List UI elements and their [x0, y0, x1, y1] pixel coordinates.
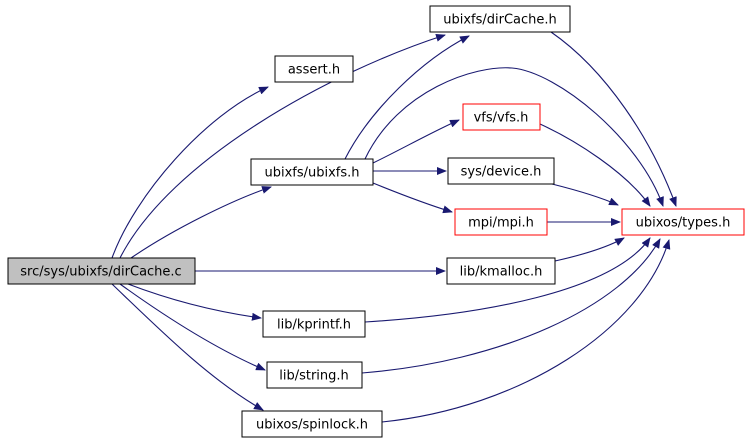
node-label: sys/device.h	[461, 165, 542, 180]
edge-dircache-c-to-spinlock-h	[111, 283, 264, 411]
node-ubixos-types-h[interactable]: ubixos/types.h	[621, 208, 745, 236]
node-ubixfs-dircache-h[interactable]: ubixfs/dirCache.h	[429, 5, 571, 33]
node-label: mpi/mpi.h	[468, 216, 534, 231]
node-box	[241, 410, 383, 438]
edge-spinlock-h-to-types-h	[381, 239, 671, 423]
node-label: src/sys/ubixfs/dirCache.c	[20, 265, 181, 280]
node-mpi-mpi-h[interactable]: mpi/mpi.h	[454, 208, 548, 236]
node-src-sys-ubixfs-dircache-c[interactable]: src/sys/ubixfs/dirCache.c	[7, 257, 196, 285]
node-assert-h[interactable]: assert.h	[274, 55, 354, 83]
edge-dircache-c-to-kprintf-h	[127, 283, 262, 321]
node-ubixfs-ubixfs-h[interactable]: ubixfs/ubixfs.h	[250, 158, 374, 186]
node-box	[454, 208, 548, 236]
node-box	[621, 208, 745, 236]
node-label: lib/kmalloc.h	[460, 265, 543, 280]
node-box	[266, 361, 363, 389]
edge-ubixfs-h-to-vfs-h	[372, 119, 460, 164]
node-label: lib/kprintf.h	[277, 318, 351, 333]
node-ubixos-spinlock-h[interactable]: ubixos/spinlock.h	[241, 410, 383, 438]
node-lib-kprintf-h[interactable]: lib/kprintf.h	[262, 310, 366, 338]
node-box	[274, 55, 354, 83]
edge-dircache-c-to-string-h	[119, 283, 266, 371]
node-box	[447, 157, 555, 185]
edge-dircache-c-to-dircache-h	[119, 33, 446, 259]
edge-dircache-c-to-ubixfs-h	[130, 186, 272, 259]
node-label: assert.h	[288, 63, 340, 78]
edge-ubixfs-h-to-dircache-h	[344, 35, 470, 160]
node-label: ubixfs/dirCache.h	[443, 13, 557, 28]
node-box	[446, 257, 556, 285]
edge-kprintf-h-to-types-h	[364, 237, 651, 323]
edge-ubixfs-h-to-mpi-h	[372, 182, 453, 214]
edge-kmalloc-h-to-types-h	[554, 237, 625, 262]
edge-device-h-to-types-h	[551, 183, 619, 206]
node-box	[262, 310, 366, 338]
node-label: ubixfs/ubixfs.h	[264, 166, 359, 181]
node-box	[429, 5, 571, 33]
edge-dircache-h-to-types-h	[550, 31, 677, 207]
node-box	[250, 158, 374, 186]
node-label: ubixos/types.h	[636, 216, 731, 231]
node-vfs-vfs-h[interactable]: vfs/vfs.h	[462, 103, 541, 131]
node-label: lib/string.h	[279, 369, 349, 384]
node-lib-string-h[interactable]: lib/string.h	[266, 361, 363, 389]
nodes-layer: src/sys/ubixfs/dirCache.c assert.h ubixf…	[7, 5, 745, 438]
node-box	[462, 103, 541, 131]
edges-layer	[111, 31, 677, 423]
node-sys-device-h[interactable]: sys/device.h	[447, 157, 555, 185]
node-label: vfs/vfs.h	[474, 111, 529, 126]
edge-dircache-c-to-assert-h	[111, 86, 269, 259]
edge-ubixfs-h-to-types-h	[364, 67, 664, 207]
node-label: ubixos/spinlock.h	[256, 418, 368, 433]
edge-vfs-h-to-types-h	[539, 123, 651, 207]
node-lib-kmalloc-h[interactable]: lib/kmalloc.h	[446, 257, 556, 285]
node-box	[7, 257, 196, 285]
edge-string-h-to-types-h	[361, 238, 661, 374]
